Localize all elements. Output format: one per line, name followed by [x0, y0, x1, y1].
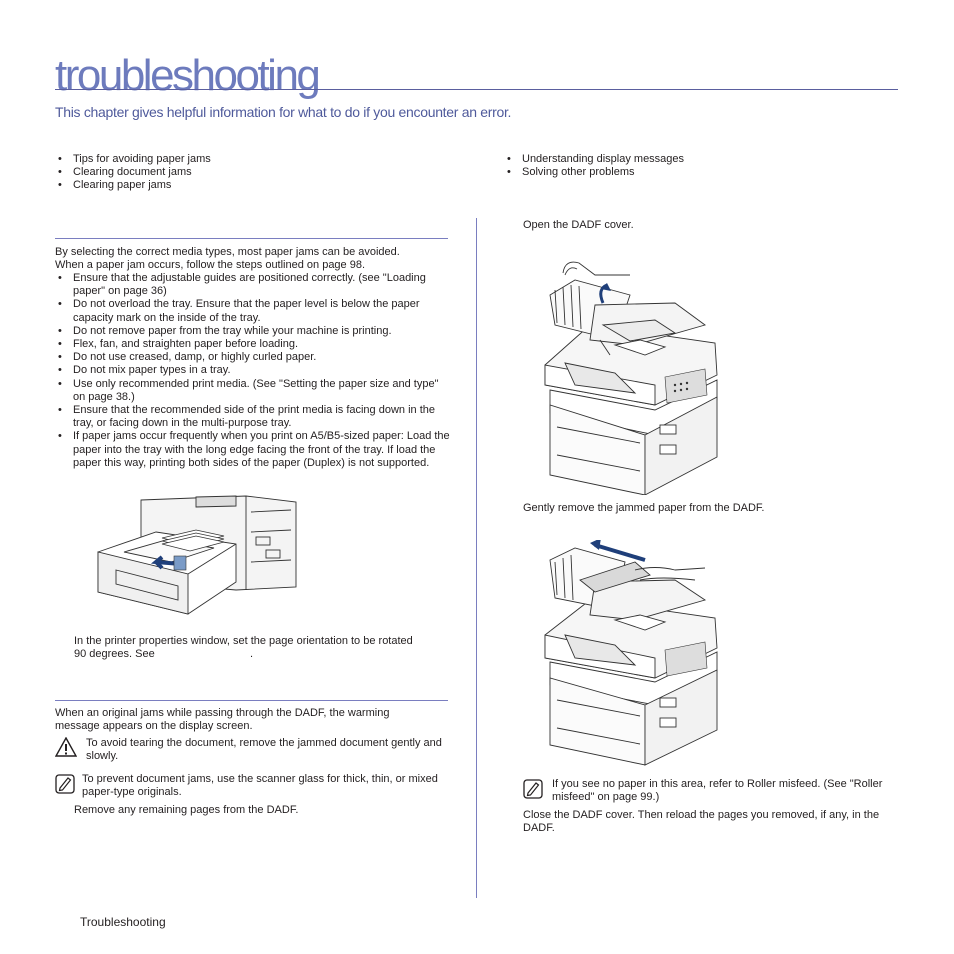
- toc-item[interactable]: Tips for avoiding paper jams: [55, 153, 385, 166]
- toc-list-right: Understanding display messages Solving o…: [504, 153, 834, 180]
- list-item: Do not mix paper types in a tray.: [55, 364, 450, 377]
- step-close-cover: Close the DADF cover. Then reload the pa…: [523, 809, 880, 834]
- orientation-line-1: In the printer properties window, set th…: [74, 635, 413, 647]
- tips-intro-1: By selecting the correct media types, mo…: [55, 246, 400, 258]
- list-item: Do not remove paper from the tray while …: [55, 325, 450, 338]
- step-open-cover: Open the DADF cover.: [523, 219, 634, 231]
- list-item: Do not overload the tray. Ensure that th…: [55, 298, 450, 324]
- note-icon: [523, 779, 543, 799]
- toc-list-left: Tips for avoiding paper jams Clearing do…: [55, 153, 385, 193]
- orientation-line-2: 90 degrees. See: [74, 648, 155, 660]
- list-item: Ensure that the adjustable guides are po…: [55, 272, 450, 298]
- jam-intro: When an original jams while passing thro…: [55, 707, 390, 732]
- toc-item[interactable]: Clearing document jams: [55, 166, 385, 179]
- page-title: troubleshooting: [55, 51, 321, 100]
- warning-icon: [55, 737, 77, 757]
- note-text: To prevent document jams, use the scanne…: [82, 773, 438, 798]
- section-rule: [55, 238, 448, 239]
- list-item: Ensure that the recommended side of the …: [55, 404, 450, 430]
- note-roller-misfeed: If you see no paper in this area, refer …: [552, 778, 883, 803]
- title-rule: [55, 89, 898, 90]
- toc-item[interactable]: Clearing paper jams: [55, 179, 385, 192]
- note-icon: [55, 774, 75, 794]
- list-item: Use only recommended print media. (See "…: [55, 378, 450, 404]
- printer-open-cover-illustration: [544, 261, 718, 495]
- chapter-intro: This chapter gives helpful information f…: [55, 104, 512, 120]
- step-remove-jammed-paper: Gently remove the jammed paper from the …: [523, 502, 765, 514]
- list-item: If paper jams occur frequently when you …: [55, 430, 450, 470]
- tips-list: Ensure that the adjustable guides are po…: [55, 272, 450, 470]
- footer-label: Troubleshooting: [80, 915, 166, 929]
- orientation-line-end: .: [250, 648, 254, 660]
- paper-tray-illustration: [97, 495, 297, 615]
- toc-item[interactable]: Solving other problems: [504, 166, 834, 179]
- caution-text: To avoid tearing the document, remove th…: [86, 737, 442, 762]
- step-remove-pages: Remove any remaining pages from the DADF…: [74, 804, 299, 816]
- toc-item[interactable]: Understanding display messages: [504, 153, 834, 166]
- tips-intro-2: When a paper jam occurs, follow the step…: [55, 259, 366, 271]
- section-rule: [55, 700, 448, 701]
- column-divider: [476, 218, 477, 898]
- printer-remove-jam-illustration: [544, 540, 718, 766]
- list-item: Do not use creased, damp, or highly curl…: [55, 351, 450, 364]
- list-item: Flex, fan, and straighten paper before l…: [55, 338, 450, 351]
